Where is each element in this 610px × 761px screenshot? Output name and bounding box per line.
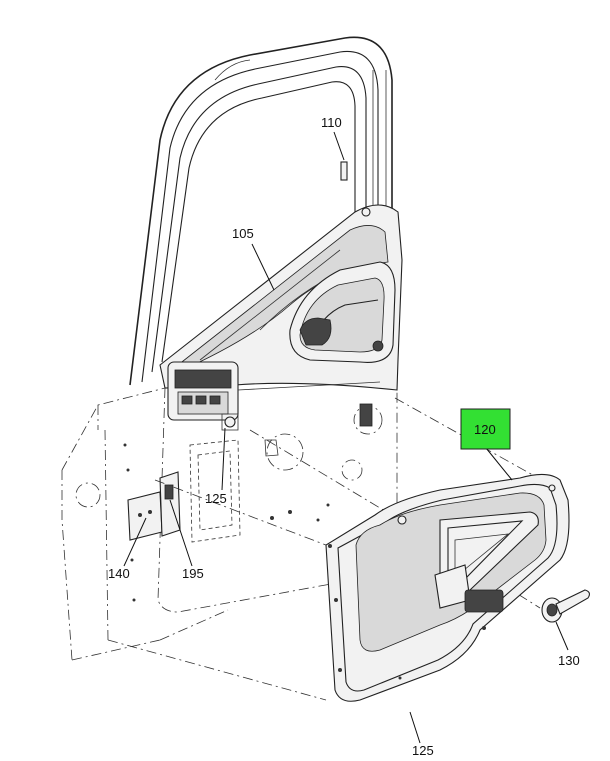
- callout-125-upper: 125: [205, 491, 227, 506]
- door-upper-trim: [159, 204, 403, 421]
- door-frame: [129, 36, 393, 386]
- callout-130: 130: [558, 653, 580, 668]
- callout-120: 120: [474, 422, 496, 437]
- callout-105: 105: [232, 226, 254, 241]
- screw-110-icon: [340, 161, 348, 181]
- inner-door-panel: [61, 387, 398, 661]
- window-crank: [541, 589, 590, 623]
- callout-125-lower: 125: [412, 743, 434, 758]
- callout-140: 140: [108, 566, 130, 581]
- callout-110: 110: [321, 115, 342, 130]
- callout-195: 195: [182, 566, 204, 581]
- leader-lines: [123, 131, 569, 744]
- door-trim-panel: [325, 473, 570, 702]
- highlight-box-120: [460, 408, 511, 450]
